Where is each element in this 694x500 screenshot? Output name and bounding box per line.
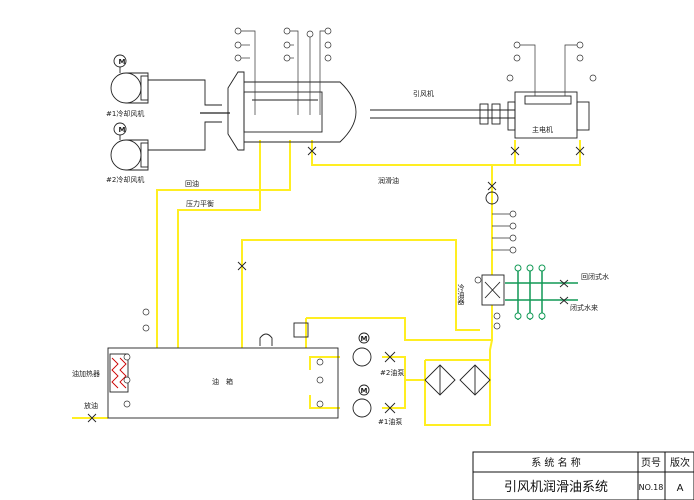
- pressure-balance-pipe: [177, 140, 261, 348]
- duplex-filter-loop: [424, 359, 491, 426]
- return-oil-label: 回油: [185, 179, 199, 188]
- lube-oil-header: [311, 140, 581, 166]
- pressure-relief-valve: [293, 322, 309, 338]
- filter-outlet: [489, 339, 493, 380]
- drain-valve: [87, 413, 97, 423]
- cooling-fan-1: [110, 54, 149, 104]
- pump2-suction: [309, 356, 340, 370]
- pump1-m-symbol: [358, 384, 370, 396]
- version: A: [677, 483, 684, 494]
- oil-pipelines: [72, 140, 581, 426]
- title-block: [472, 451, 694, 500]
- cooler-label: 冷油器: [457, 283, 465, 306]
- pump-discharge: [382, 356, 406, 409]
- supply-pressure-gauge: [485, 191, 499, 205]
- bypass-pipe: [241, 239, 480, 348]
- pump2-check-valve: [384, 351, 396, 363]
- return-oil-pipe: [156, 140, 291, 348]
- fan-inlet-casing: [227, 71, 245, 151]
- cw-return-label: 回闭式水: [581, 272, 609, 281]
- main-fan-body: [244, 81, 357, 143]
- pump1-check-valve: [384, 402, 396, 414]
- oil-heater: [109, 353, 129, 393]
- fan1-label: #1冷却风机: [106, 109, 144, 118]
- oil-cooler: [481, 274, 505, 306]
- fan2-motor-label: M: [119, 126, 126, 134]
- tank-label: 油 箱: [212, 377, 233, 386]
- coupling-2: [491, 103, 501, 125]
- drain-label: 放油: [84, 401, 98, 410]
- diagram-labels: M M #1冷却风机 #2冷却风机 引风机 主电机 回油 润滑油 压力平衡 回闭…: [72, 58, 609, 426]
- pump2-m-symbol: [358, 332, 370, 344]
- pressure-balance-label: 压力平衡: [186, 199, 214, 208]
- cooling-fan-2: [110, 122, 149, 171]
- pump1-m-label: M: [361, 387, 368, 395]
- page-header: 页号: [641, 457, 661, 469]
- pump2-m-label: M: [361, 335, 368, 343]
- cooling-water-instruments: [514, 264, 546, 320]
- bypass-valve: [237, 261, 247, 271]
- fan-bearing-box: [243, 91, 323, 133]
- fan1-motor-label: M: [119, 58, 126, 66]
- heater-element-2: [119, 357, 127, 389]
- heater-label: 油加热器: [72, 369, 100, 378]
- pump1-label: #1油泵: [378, 417, 402, 426]
- heater-element-1: [111, 357, 119, 389]
- page-number: NO.18: [639, 483, 664, 492]
- main-fan-label: 引风机: [413, 89, 434, 98]
- system-name-header: 系 统 名 称: [531, 456, 581, 469]
- pump2-label: #2油泵: [380, 368, 404, 377]
- pump1-suction: [309, 395, 340, 409]
- motor-bearing-valve-2: [575, 146, 585, 156]
- tank-breather: [259, 333, 273, 346]
- cooling-water-pipes: [505, 265, 578, 320]
- motor-bearing-valve-1: [510, 146, 520, 156]
- instruments: [123, 27, 597, 408]
- coupling-1: [479, 103, 489, 125]
- supply-valve: [487, 181, 497, 191]
- version-header: 版次: [670, 456, 690, 469]
- oil-tank: [107, 347, 339, 419]
- system-name: 引风机润滑油系统: [504, 480, 608, 495]
- cooler-outlet-pipe: [306, 305, 493, 341]
- cw-supply-label: 闭式水来: [570, 303, 598, 312]
- cw-return-valve: [559, 279, 569, 288]
- pump1-motor: [352, 398, 372, 418]
- lube-oil-label: 润滑油: [378, 176, 399, 185]
- main-motor-label: 主电机: [532, 125, 553, 134]
- pump2-motor: [352, 347, 372, 367]
- fan2-label: #2冷却风机: [106, 175, 144, 184]
- equipment: [87, 54, 590, 423]
- fan-bearing-valve: [307, 146, 317, 156]
- cw-supply-valve: [559, 296, 569, 305]
